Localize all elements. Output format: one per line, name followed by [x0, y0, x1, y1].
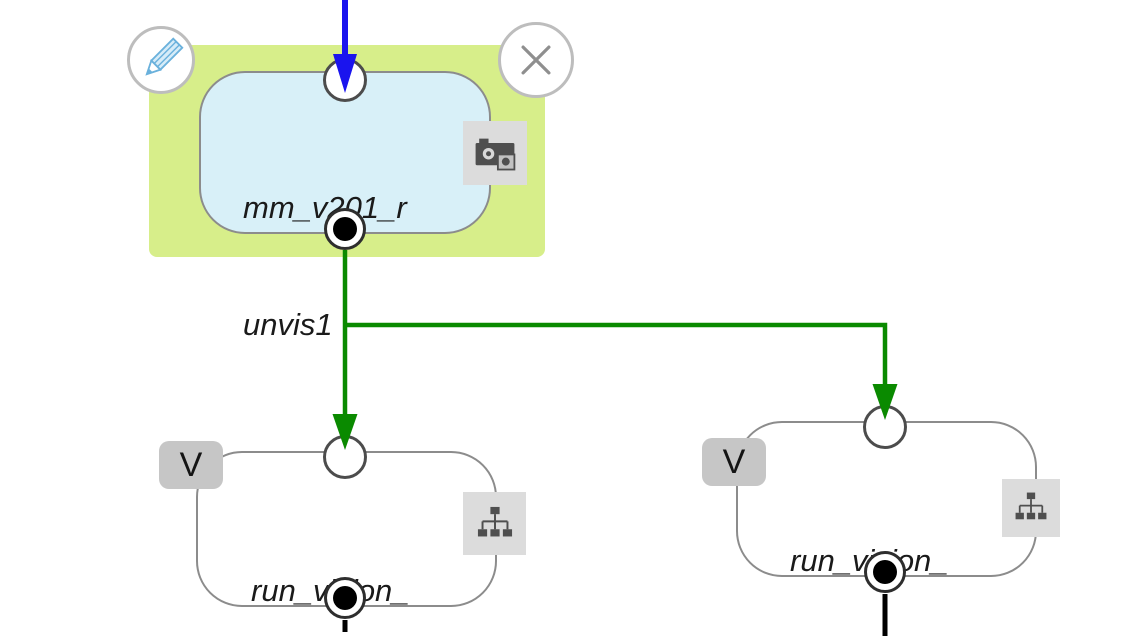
camera-icon [475, 138, 516, 171]
edit-node-button[interactable] [127, 26, 195, 94]
close-icon [521, 45, 551, 75]
vision-job-type-tile [463, 121, 527, 185]
subflow-type-tile-fail [1002, 479, 1060, 537]
edge-green-branches [342, 250, 888, 418]
input-port-fail-node[interactable] [863, 405, 907, 449]
output-port-fail-node[interactable] [864, 551, 906, 593]
pencil-icon [145, 37, 184, 76]
subflow-type-tile-success [463, 492, 526, 555]
node-vision-label-line1: mm_v201_r [243, 190, 407, 225]
node-vision-label-line2: unvis1 [243, 307, 333, 342]
input-port-success-node[interactable] [323, 435, 367, 479]
sitemap-icon [477, 506, 512, 536]
vision-badge-fail: V [702, 438, 766, 486]
vision-badge-success: V [159, 441, 223, 489]
input-port-vision-node[interactable] [323, 58, 367, 102]
sitemap-icon [1015, 492, 1047, 520]
output-port-vision-node[interactable] [324, 208, 366, 250]
delete-node-button[interactable] [498, 22, 574, 98]
node-vision-label: mm_v201_r unvis1 [243, 110, 407, 422]
output-port-success-node[interactable] [324, 577, 366, 619]
node-fail-label: run_vision_ fail [790, 448, 949, 636]
